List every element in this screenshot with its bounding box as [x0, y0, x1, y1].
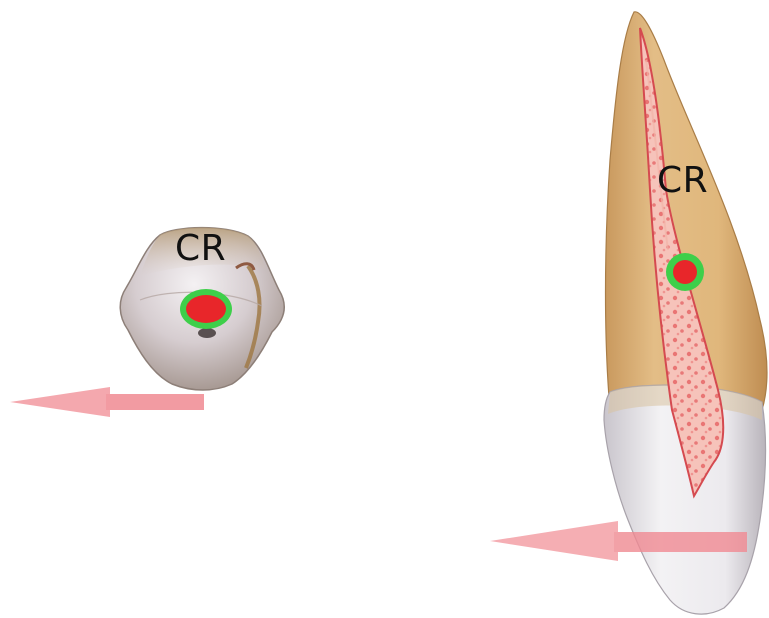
force-arrow-left-shaft: [106, 394, 204, 410]
cr-marker-right: [666, 253, 704, 291]
cr-marker-left: [180, 289, 232, 329]
cr-dot-right: [673, 260, 697, 284]
cr-dot-left: [186, 295, 226, 323]
force-arrow-left-head: [10, 387, 110, 417]
labial-view-tooth: [604, 12, 767, 614]
cr-label-left: CR: [175, 231, 226, 267]
force-arrow-right-shaft: [614, 532, 747, 552]
cr-label-right: CR: [657, 163, 708, 199]
force-arrow-right-head: [490, 521, 618, 561]
occlusal-tooth-pit: [198, 328, 216, 338]
force-arrow-left: [10, 387, 204, 417]
